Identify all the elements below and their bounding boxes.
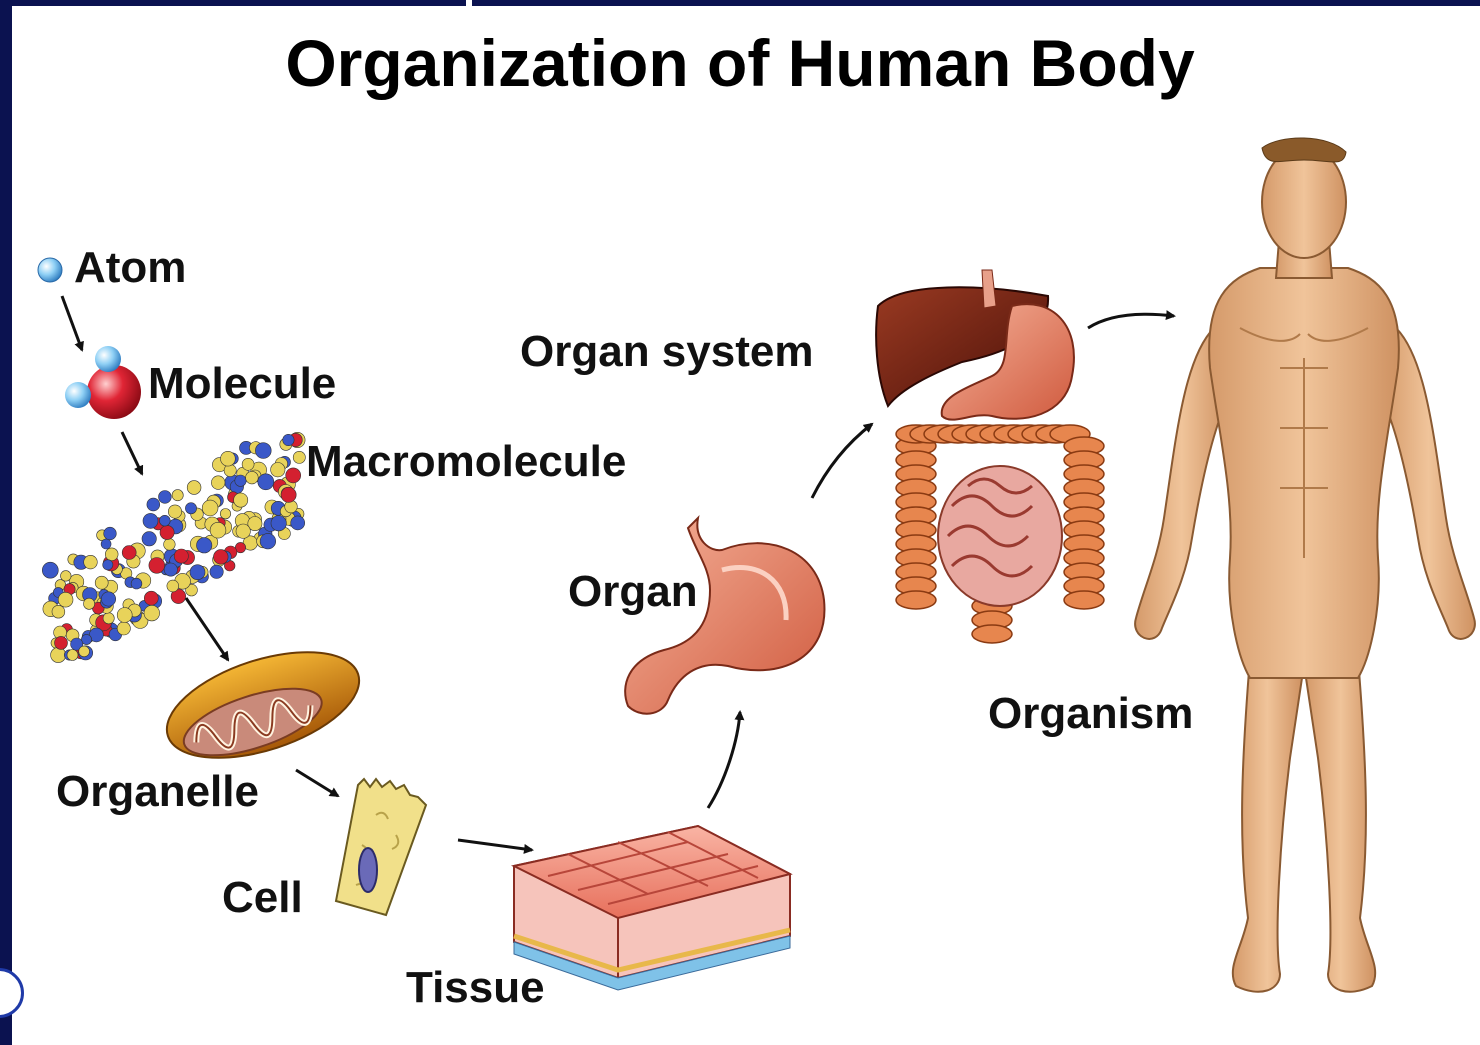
digestive-system-icon	[872, 266, 1117, 661]
label-cell: Cell	[222, 876, 303, 920]
atom-icon	[36, 256, 66, 286]
label-organ-system: Organ system	[520, 330, 813, 374]
page-title: Organization of Human Body	[0, 30, 1480, 96]
molecule-icon	[62, 344, 152, 424]
stomach-icon	[618, 510, 833, 730]
label-macromolecule: Macromolecule	[306, 440, 626, 484]
label-atom: Atom	[74, 246, 186, 290]
cell-icon	[316, 775, 456, 925]
label-molecule: Molecule	[148, 362, 336, 406]
tissue-icon	[508, 818, 798, 998]
macromolecule-icon	[36, 430, 316, 665]
mitochondrion-icon	[158, 640, 368, 770]
human-figure-icon	[1130, 138, 1480, 1004]
label-organelle: Organelle	[56, 770, 259, 814]
